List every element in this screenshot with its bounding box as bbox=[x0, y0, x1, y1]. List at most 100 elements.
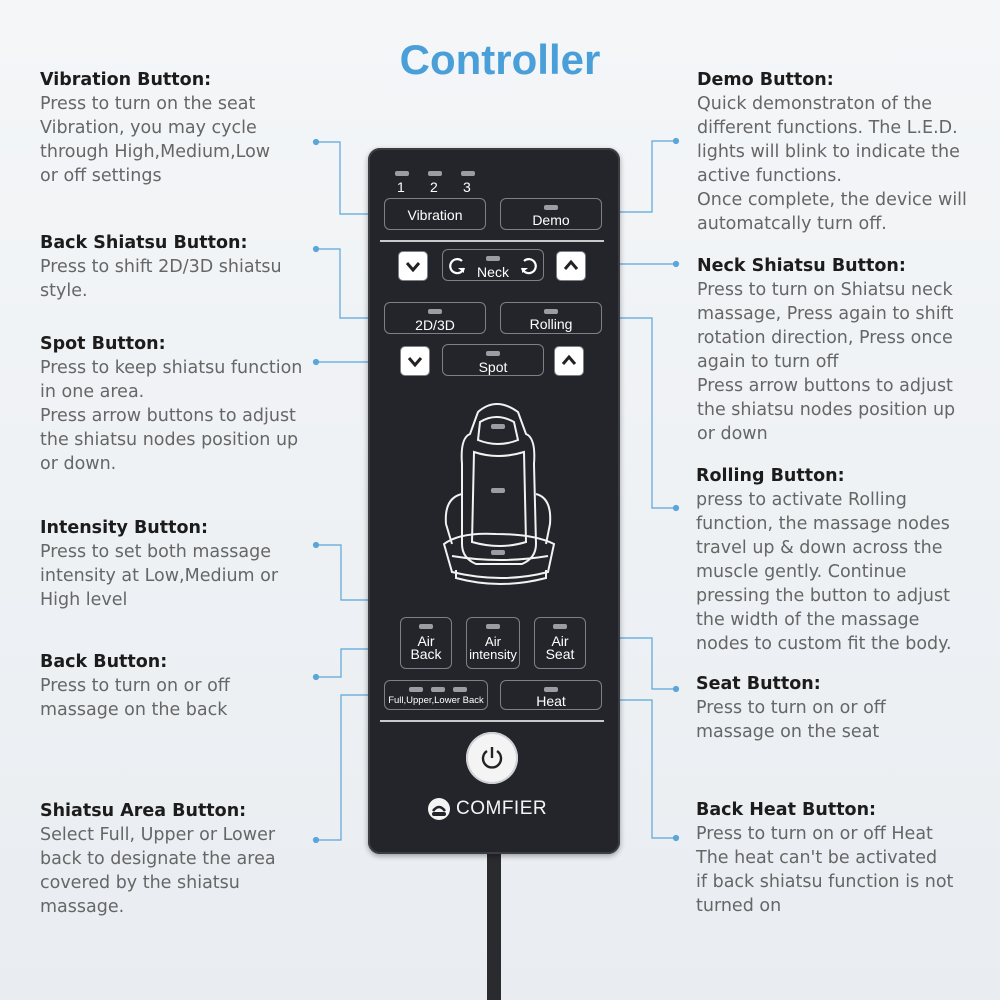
chevron-down-icon bbox=[407, 357, 423, 368]
intensity-description: Intensity Button: Press to set both mass… bbox=[40, 516, 330, 612]
vibration-led-1 bbox=[395, 171, 409, 176]
back-heat-heading: Back Heat Button: bbox=[696, 800, 877, 820]
seat-heading: Seat Button: bbox=[696, 674, 821, 694]
vibration-label: Vibration bbox=[407, 207, 463, 223]
rolling-led bbox=[544, 309, 558, 314]
seat-text: Press to turn on or off massage on the s… bbox=[696, 698, 886, 742]
area-led-full bbox=[409, 687, 423, 692]
vibration-led-2 bbox=[428, 171, 442, 176]
page-title: Controller bbox=[399, 36, 601, 83]
chevron-down-icon bbox=[405, 262, 421, 273]
shiatsu-area-text: Select Full, Upper or Lower back to desi… bbox=[40, 825, 276, 917]
remote-controller: 1 2 3 Vibration Demo Neck 2D/3D Rolling bbox=[368, 148, 620, 854]
air-back-led bbox=[419, 624, 433, 629]
spot-led bbox=[486, 351, 500, 356]
neck-shiatsu-text: Press to turn on Shiatsu neck massage, P… bbox=[697, 280, 956, 444]
spot-heading: Spot Button: bbox=[40, 334, 166, 354]
vibration-level-3: 3 bbox=[463, 179, 471, 195]
back-description: Back Button: Press to turn on or off mas… bbox=[40, 650, 330, 722]
demo-label: Demo bbox=[532, 212, 570, 228]
divider bbox=[380, 720, 604, 722]
demo-description: Demo Button: Quick demonstraton of the d… bbox=[697, 68, 987, 236]
chevron-up-icon bbox=[563, 259, 579, 270]
vibration-description: Vibration Button: Press to turn on the s… bbox=[40, 68, 330, 188]
rolling-description: Rolling Button: press to activate Rollin… bbox=[696, 464, 986, 656]
leader-back-shiatsu bbox=[316, 248, 384, 319]
spot-down-button[interactable] bbox=[400, 346, 430, 376]
divider bbox=[380, 240, 604, 242]
neck-led bbox=[486, 256, 500, 261]
comfier-logo-icon bbox=[428, 798, 450, 820]
spot-text: Press to keep shiatsu function in one ar… bbox=[40, 358, 303, 474]
demo-heading: Demo Button: bbox=[697, 70, 834, 90]
power-button[interactable] bbox=[466, 732, 518, 784]
leader-demo bbox=[600, 140, 676, 213]
massage-chair-icon bbox=[442, 403, 556, 585]
leader-back-heat bbox=[600, 699, 676, 839]
shiatsu-area-heading: Shiatsu Area Button: bbox=[40, 801, 247, 821]
vibration-text: Press to turn on the seat Vibration, you… bbox=[40, 94, 271, 186]
2d3d-label: 2D/3D bbox=[415, 317, 455, 333]
seat-description: Seat Button: Press to turn on or off mas… bbox=[696, 672, 986, 744]
vibration-level-1: 1 bbox=[397, 179, 405, 195]
remote-cord bbox=[487, 852, 501, 1000]
neck-shiatsu-heading: Neck Shiatsu Button: bbox=[697, 256, 906, 276]
intensity-heading: Intensity Button: bbox=[40, 518, 208, 538]
2d3d-led bbox=[428, 309, 442, 314]
vibration-level-2: 2 bbox=[430, 179, 438, 195]
spot-up-button[interactable] bbox=[554, 346, 584, 376]
vibration-heading: Vibration Button: bbox=[40, 70, 212, 90]
back-heat-text: Press to turn on or off Heat The heat ca… bbox=[696, 824, 954, 916]
neck-shiatsu-description: Neck Shiatsu Button: Press to turn on Sh… bbox=[697, 254, 987, 446]
rolling-button[interactable]: Rolling bbox=[500, 302, 602, 334]
intensity-text: Press to set both massage intensity at L… bbox=[40, 542, 279, 610]
rotate-left-icon bbox=[449, 258, 466, 275]
power-icon bbox=[481, 747, 503, 769]
shiatsu-area-button[interactable]: Full,Upper,Lower Back bbox=[384, 680, 488, 710]
demo-button[interactable]: Demo bbox=[500, 198, 602, 230]
demo-text: Quick demonstraton of the different func… bbox=[697, 94, 967, 234]
area-led-lower bbox=[453, 687, 467, 692]
neck-label: Neck bbox=[477, 264, 509, 280]
shiatsu-area-label: Full,Upper,Lower Back bbox=[388, 695, 484, 706]
neck-button[interactable]: Neck bbox=[442, 249, 544, 281]
air-seat-led bbox=[553, 624, 567, 629]
back-heat-description: Back Heat Button: Press to turn on or of… bbox=[696, 798, 986, 918]
back-shiatsu-heading: Back Shiatsu Button: bbox=[40, 233, 248, 253]
leader-vibration bbox=[316, 141, 384, 215]
leader-shiatsu-area bbox=[316, 694, 386, 841]
area-led-upper bbox=[431, 687, 445, 692]
air-intensity-led bbox=[486, 624, 500, 629]
brand-name: COMFIER bbox=[456, 798, 548, 819]
rolling-text: press to activate Rolling function, the … bbox=[696, 490, 952, 654]
2d3d-button[interactable]: 2D/3D bbox=[384, 302, 486, 334]
heat-button[interactable]: Heat bbox=[500, 680, 602, 710]
demo-led bbox=[544, 205, 558, 210]
heat-label: Heat bbox=[536, 693, 566, 709]
back-shiatsu-description: Back Shiatsu Button: Press to shift 2D/3… bbox=[40, 231, 330, 303]
vibration-led-3 bbox=[461, 171, 475, 176]
back-shiatsu-text: Press to shift 2D/3D shiatsu style. bbox=[40, 257, 282, 301]
chevron-up-icon bbox=[561, 354, 577, 365]
vibration-button[interactable]: Vibration bbox=[384, 198, 486, 230]
back-heading: Back Button: bbox=[40, 652, 168, 672]
rolling-heading: Rolling Button: bbox=[696, 466, 845, 486]
spot-label: Spot bbox=[478, 359, 508, 375]
heat-led bbox=[544, 687, 558, 692]
spot-button[interactable]: Spot bbox=[442, 344, 544, 376]
leader-rolling bbox=[600, 317, 676, 509]
neck-up-button[interactable] bbox=[556, 251, 586, 281]
back-text: Press to turn on or off massage on the b… bbox=[40, 676, 230, 720]
neck-down-button[interactable] bbox=[398, 251, 428, 281]
spot-description: Spot Button: Press to keep shiatsu funct… bbox=[40, 332, 310, 476]
rolling-label: Rolling bbox=[529, 316, 573, 332]
shiatsu-area-description: Shiatsu Area Button: Select Full, Upper … bbox=[40, 799, 330, 919]
rotate-right-icon bbox=[520, 258, 537, 275]
